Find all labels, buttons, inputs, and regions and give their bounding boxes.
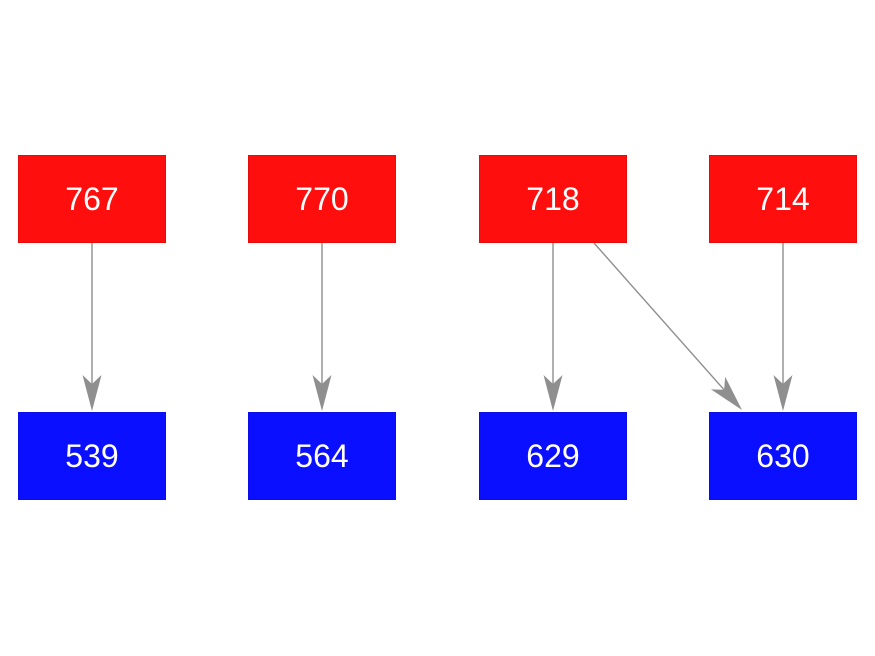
- arrowhead-icon: [312, 375, 332, 411]
- graph-node-564: 564: [248, 412, 396, 500]
- arrowhead-icon: [711, 376, 742, 410]
- arrowhead-icon: [543, 375, 563, 411]
- graph-node-714: 714: [709, 155, 857, 243]
- graph-node-629: 629: [479, 412, 627, 500]
- edge-line-718-630: [593, 242, 726, 392]
- graph-node-767: 767: [18, 155, 166, 243]
- graph-node-718: 718: [479, 155, 627, 243]
- graph-node-630: 630: [709, 412, 857, 500]
- arrowhead-icon: [773, 375, 793, 411]
- graph-node-539: 539: [18, 412, 166, 500]
- arrowhead-icon: [82, 375, 102, 411]
- graph-node-770: 770: [248, 155, 396, 243]
